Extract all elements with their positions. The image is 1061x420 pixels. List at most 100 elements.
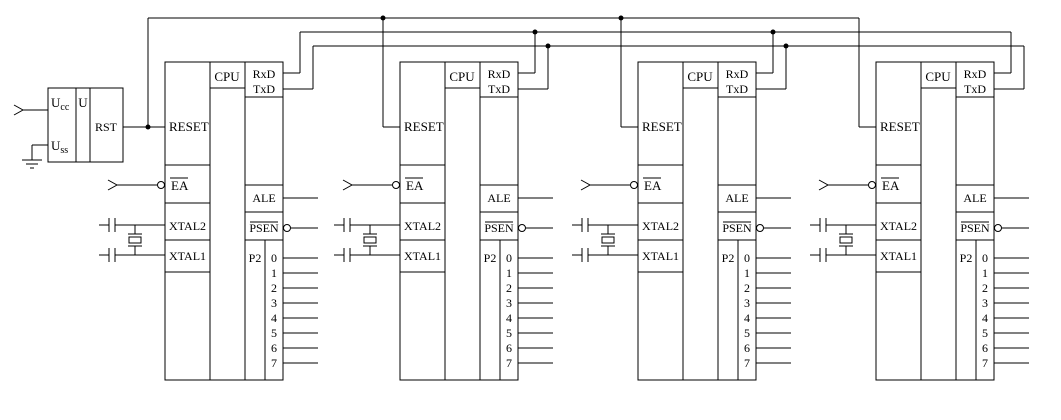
mcu-1-cpu-label: CPU [214, 69, 240, 84]
power-block-outline [47, 87, 124, 163]
mcu-4-rxd-label: RxD [964, 67, 987, 81]
mcu-2-p2-pin-1-label: 1 [506, 266, 512, 280]
mcu-3-rxd-junction [770, 29, 776, 35]
mcu-2-p2-pin-3-label: 3 [506, 296, 512, 310]
mcu-1-ale-label: ALE [252, 191, 275, 205]
mcu-2-psen-bubble [518, 224, 526, 232]
mcu-2-p2-pin-6-label: 6 [506, 341, 512, 355]
mcu-2-xtal1-label: XTAL1 [404, 249, 441, 263]
mcu-4-txd-label: TxD [964, 82, 986, 96]
mcu-2-p2-label: P2 [484, 251, 497, 265]
mcu-2-p2-pin-2-label: 2 [506, 281, 512, 295]
rst-label: RST [95, 120, 118, 134]
mcu-1-p2-pin-1-label: 1 [271, 266, 277, 280]
mcu-4-reset-label: RESET [880, 119, 920, 134]
mcu-1-rxd-label: RxD [253, 67, 276, 81]
mcu-2-reset-junction [380, 15, 386, 21]
mcu-1-outline [164, 61, 284, 381]
mcu-3-txd-label: TxD [726, 82, 748, 96]
mcu-1-ea-bubble [157, 181, 165, 189]
mcu-2-crystal-body [363, 236, 377, 244]
mcu-3-p2-pin-4-label: 4 [744, 311, 750, 325]
mcu-2-p2-pin-4-label: 4 [506, 311, 512, 325]
mcu-4-crystal-body [839, 236, 853, 244]
mcu-3-ea-label: EA [644, 178, 662, 193]
mcu-2-psen-label: PSEN [484, 221, 514, 235]
mcu-3-xtal1-label: XTAL1 [642, 249, 679, 263]
mcu-4-ale-label: ALE [963, 191, 986, 205]
mcu-1-psen-label: PSEN [249, 221, 279, 235]
mcu-2-ale-label: ALE [487, 191, 510, 205]
mcu-1-p2-pin-5-label: 5 [271, 326, 277, 340]
mcu-1-p2-label: P2 [249, 251, 262, 265]
mcu-2-xtal2-label: XTAL2 [404, 219, 441, 233]
mcu-4-p2-pin-1-label: 1 [982, 266, 988, 280]
u-label: U [78, 95, 88, 110]
mcu-3-p2-pin-7-label: 7 [744, 356, 750, 370]
mcu-1-reset-label: RESET [169, 119, 209, 134]
mcu-2-reset-label: RESET [404, 119, 444, 134]
mcu-3-p2-pin-6-label: 6 [744, 341, 750, 355]
mcu-4-p2-pin-3-label: 3 [982, 296, 988, 310]
mcu-1-p2-pin-0-label: 0 [271, 251, 277, 265]
mcu-3-p2-pin-1-label: 1 [744, 266, 750, 280]
mcu-2-outline [399, 61, 519, 381]
mcu-2-p2-pin-7-label: 7 [506, 356, 512, 370]
mcu-4-ea-bubble [868, 181, 876, 189]
mcu-2-cpu-label: CPU [449, 69, 475, 84]
mcu-3-p2-pin-5-label: 5 [744, 326, 750, 340]
mcu-1-xtal1-label: XTAL1 [169, 249, 206, 263]
mcu-1-p2-pin-3-label: 3 [271, 296, 277, 310]
mcu-3-p2-pin-2-label: 2 [744, 281, 750, 295]
mcu-4-xtal2-label: XTAL2 [880, 219, 917, 233]
mcu-3-p2-label: P2 [722, 251, 735, 265]
mcu-4-cpu-label: CPU [925, 69, 951, 84]
mcu-2-ea-label: EA [406, 178, 424, 193]
mcu-4-p2-pin-7-label: 7 [982, 356, 988, 370]
mcu-3-psen-label: PSEN [722, 221, 752, 235]
mcu-3-reset-label: RESET [642, 119, 682, 134]
mcu-4-xtal1-label: XTAL1 [880, 249, 917, 263]
mcu-3-txd-junction [783, 43, 789, 49]
mcu-2-p2-pin-5-label: 5 [506, 326, 512, 340]
mcu-1-p2-pin-7-label: 7 [271, 356, 277, 370]
mcu-4-ea-label: EA [882, 178, 900, 193]
mcu-2-p2-pin-0-label: 0 [506, 251, 512, 265]
mcu-1-psen-bubble [283, 224, 291, 232]
mcu-3-crystal-body [601, 236, 615, 244]
mcu-2-ea-bubble [392, 181, 400, 189]
uss-label: Uss [51, 138, 68, 156]
mcu-2-ea-input-arrow [342, 179, 354, 191]
mcu-3-reset-junction [618, 15, 624, 21]
mcu-3-psen-bubble [756, 224, 764, 232]
mcu-1-p2-pin-4-label: 4 [271, 311, 277, 325]
mcu-3-xtal2-label: XTAL2 [642, 219, 679, 233]
mcu-4-p2-pin-6-label: 6 [982, 341, 988, 355]
mcu-4-p2-pin-2-label: 2 [982, 281, 988, 295]
mcu-4-psen-label: PSEN [960, 221, 990, 235]
mcu-1-xtal2-label: XTAL2 [169, 219, 206, 233]
mcu-1-crystal-body [128, 236, 142, 244]
mcu-1-p2-pin-6-label: 6 [271, 341, 277, 355]
mcu-3-outline [637, 61, 757, 381]
mcu-3-p2-pin-3-label: 3 [744, 296, 750, 310]
mcu-4-ea-input-arrow [818, 179, 830, 191]
mcu-1-ea-label: EA [171, 178, 189, 193]
mcu-1-p2-pin-2-label: 2 [271, 281, 277, 295]
ucc-label: Ucc [51, 95, 70, 113]
mcu-4-outline [875, 61, 995, 381]
mcu-1-txd-label: TxD [253, 82, 275, 96]
mcu-3-ale-label: ALE [725, 191, 748, 205]
mcu-3-cpu-label: CPU [687, 69, 713, 84]
mcu-3-ea-input-arrow [580, 179, 592, 191]
mcu-4-p2-pin-5-label: 5 [982, 326, 988, 340]
mcu-2-rxd-junction [532, 29, 538, 35]
mcu-3-p2-pin-0-label: 0 [744, 251, 750, 265]
mcu-3-rxd-label: RxD [726, 67, 749, 81]
mcu-4-p2-pin-4-label: 4 [982, 311, 988, 325]
mcu-1-ea-input-arrow [107, 179, 119, 191]
mcu-4-p2-label: P2 [960, 251, 973, 265]
mcu-4-psen-bubble [994, 224, 1002, 232]
